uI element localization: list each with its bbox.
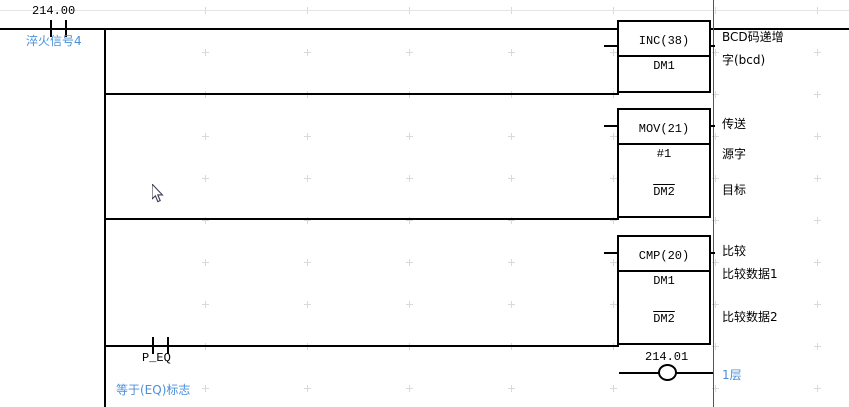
grid-cross-marker — [814, 343, 821, 350]
branch-contact-p-eq[interactable] — [152, 337, 169, 354]
block-3-annotation-2: 比较数据1 — [722, 267, 778, 281]
block-operand-1[interactable]: DM1 — [653, 59, 675, 73]
grid-cross-marker — [202, 133, 209, 140]
grid-cross-marker — [508, 175, 515, 182]
grid-cross-marker — [610, 133, 617, 140]
block-instruction-name: CMP(20) — [638, 249, 690, 263]
grid-cross-marker — [202, 175, 209, 182]
block-instruction-name: MOV(21) — [638, 122, 690, 136]
grid-cross-marker — [202, 301, 209, 308]
grid-cross-marker — [304, 175, 311, 182]
grid-cross-marker — [610, 259, 617, 266]
branch-contact-address: P_EQ — [142, 351, 171, 365]
block-3-feed-wire — [604, 252, 619, 254]
grid-cross-marker — [304, 259, 311, 266]
block-2-annotation-2: 源字 — [722, 147, 747, 161]
grid-cross-marker — [508, 133, 515, 140]
grid-cross-marker — [610, 175, 617, 182]
grid-cross-marker — [610, 49, 617, 56]
grid-cross-marker — [406, 133, 413, 140]
grid-cross-marker — [304, 385, 311, 392]
grid-cross-marker — [814, 301, 821, 308]
block-2-annotation-1: 传送 — [722, 117, 747, 131]
grid-cross-marker — [304, 301, 311, 308]
grid-cross-marker — [814, 259, 821, 266]
grid-cross-marker — [610, 301, 617, 308]
grid-cross-marker — [304, 133, 311, 140]
instruction-block-cmp[interactable]: CMP(20) DM1 DM2 — [617, 235, 711, 345]
block-2-feed-wire — [604, 125, 619, 127]
block-divider — [619, 143, 709, 145]
output-coil-comment: 1层 — [722, 368, 742, 382]
block-divider — [619, 270, 709, 272]
grid-cross-marker — [202, 49, 209, 56]
grid-cross-marker — [406, 49, 413, 56]
branch-line-1 — [104, 93, 619, 95]
output-coil-214-01[interactable] — [658, 364, 677, 381]
left-power-rail — [104, 28, 106, 407]
block-operand-2[interactable]: DM2 — [653, 185, 675, 199]
right-power-rail — [713, 0, 714, 407]
top-separator — [0, 10, 849, 11]
grid-cross-marker — [814, 49, 821, 56]
block-instruction-name: INC(38) — [638, 34, 690, 48]
block-3-annotation-1: 比较 — [722, 244, 747, 258]
grid-cross-marker — [406, 259, 413, 266]
input-contact-comment: 淬火信号4 — [26, 34, 82, 48]
grid-cross-marker — [508, 49, 515, 56]
grid-cross-marker — [508, 385, 515, 392]
block-operand-1[interactable]: #1 — [656, 147, 672, 161]
instruction-block-inc[interactable]: INC(38) DM1 — [617, 20, 711, 93]
grid-cross-marker — [202, 385, 209, 392]
rung-line-top — [0, 28, 849, 30]
block-3-rail-stub — [709, 252, 715, 254]
branch-line-3 — [104, 345, 619, 347]
block-operand-2[interactable]: DM2 — [653, 312, 675, 326]
input-contact-214-00[interactable] — [50, 20, 67, 37]
grid-cross-marker — [508, 301, 515, 308]
grid-cross-marker — [814, 91, 821, 98]
grid-cross-marker — [814, 385, 821, 392]
contact-bar-left — [50, 20, 52, 37]
mouse-cursor-icon — [151, 182, 164, 203]
output-coil-address: 214.01 — [645, 350, 689, 364]
contact-bar-right — [65, 20, 67, 37]
contact-bar-right — [167, 337, 169, 354]
instruction-block-mov[interactable]: MOV(21) #1 DM2 — [617, 108, 711, 218]
contact-bar-left — [152, 337, 154, 354]
block-2-annotation-3: 目标 — [722, 183, 747, 197]
grid-cross-marker — [202, 259, 209, 266]
block-3-annotation-3: 比较数据2 — [722, 310, 778, 324]
block-operand-1[interactable]: DM1 — [653, 274, 675, 288]
block-1-annotation-1: BCD码递增 — [722, 30, 784, 44]
grid-cross-marker — [814, 175, 821, 182]
branch-contact-comment: 等于(EQ)标志 — [116, 383, 191, 397]
grid-cross-marker — [610, 385, 617, 392]
input-contact-address: 214.00 — [32, 4, 76, 18]
grid-cross-marker — [508, 259, 515, 266]
grid-cross-marker — [304, 49, 311, 56]
grid-cross-marker — [814, 217, 821, 224]
block-1-annotation-2: 字(bcd) — [722, 53, 766, 67]
block-1-feed-wire — [604, 45, 619, 47]
block-divider — [619, 55, 709, 57]
grid-cross-marker — [406, 385, 413, 392]
branch-line-2 — [104, 218, 619, 220]
grid-cross-marker — [814, 133, 821, 140]
grid-cross-marker — [406, 175, 413, 182]
grid-cross-marker — [406, 301, 413, 308]
block-2-rail-stub — [709, 125, 715, 127]
block-1-rail-stub — [709, 45, 715, 47]
